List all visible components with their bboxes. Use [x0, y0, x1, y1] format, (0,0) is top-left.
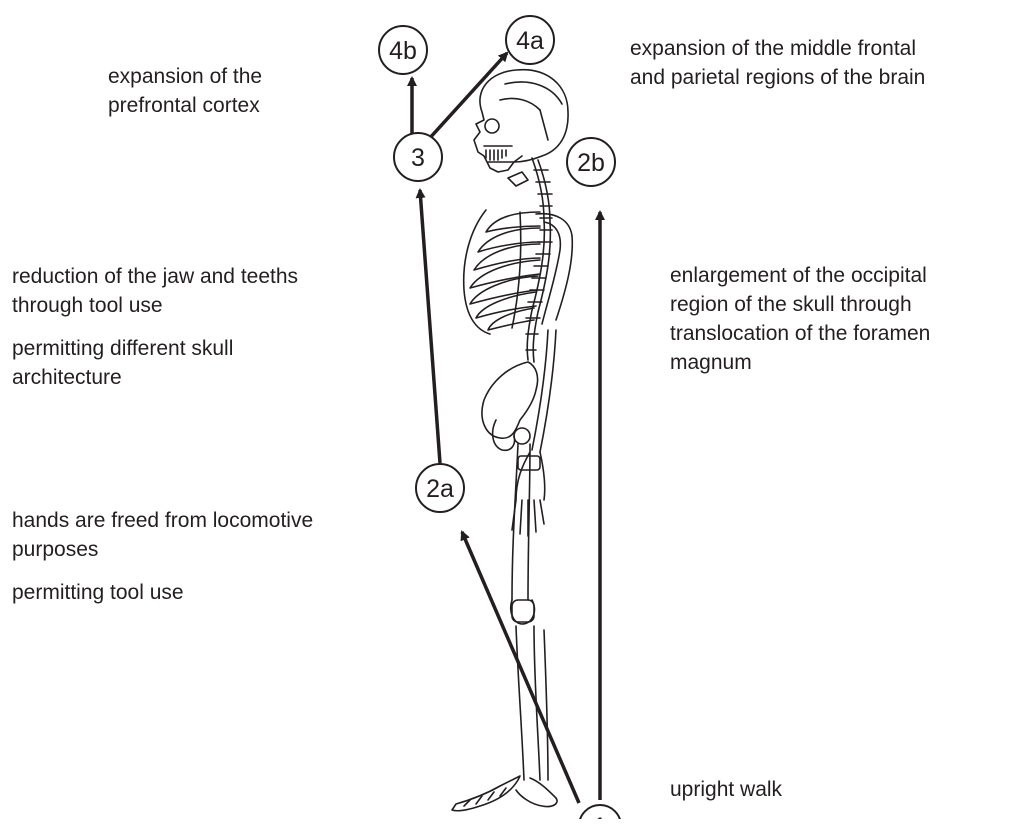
arrow-2a-to-3 [420, 190, 440, 463]
node-1: 1 [579, 805, 621, 819]
pelvis [482, 362, 538, 450]
label-line: expansion of the [108, 62, 262, 91]
node-2b-label: 2b [577, 149, 605, 177]
label-line: architecture [12, 363, 298, 392]
node-2a-label: 2a [426, 475, 454, 503]
label-line: permitting tool use [12, 578, 313, 607]
label-line: and parietal regions of the brain [630, 63, 925, 92]
foot [452, 776, 557, 811]
skeleton-illustration [452, 70, 572, 811]
node-2b: 2b [567, 138, 615, 186]
label-line: enlargement of the occipital [670, 261, 930, 290]
node-4b: 4b [379, 26, 427, 74]
node-4a-label: 4a [516, 27, 544, 55]
label-line: translocation of the foramen [670, 319, 930, 348]
label-node-2a: hands are freed from locomotive purposes… [12, 506, 313, 607]
label-line: hands are freed from locomotive [12, 506, 313, 535]
label-line: purposes [12, 535, 313, 564]
skull [474, 70, 568, 172]
arrow-3-to-4a [428, 53, 507, 140]
label-node-4a: expansion of the middle frontal and pari… [630, 34, 925, 92]
node-4b-label: 4b [389, 37, 417, 65]
arrow-1-to-2a [462, 532, 579, 803]
label-line: permitting different skull [12, 334, 298, 363]
label-line: prefrontal cortex [108, 91, 262, 120]
label-line: region of the skull through [670, 290, 930, 319]
label-line: upright walk [670, 775, 782, 804]
label-line: expansion of the middle frontal [630, 34, 925, 63]
label-node-1: upright walk [670, 775, 782, 804]
label-line: through tool use [12, 291, 298, 320]
node-3-label: 3 [411, 144, 425, 172]
label-line: reduction of the jaw and teeths [12, 262, 298, 291]
node-1-label: 1 [593, 813, 607, 819]
label-node-3: reduction of the jaw and teeths through … [12, 262, 298, 392]
node-2a: 2a [416, 464, 464, 512]
rib-cage [464, 210, 540, 334]
node-4a: 4a [506, 16, 554, 64]
label-line: magnum [670, 348, 930, 377]
label-node-2b: enlargement of the occipital region of t… [670, 261, 930, 377]
node-3: 3 [394, 133, 442, 181]
label-node-4b: expansion of the prefrontal cortex [108, 62, 262, 120]
